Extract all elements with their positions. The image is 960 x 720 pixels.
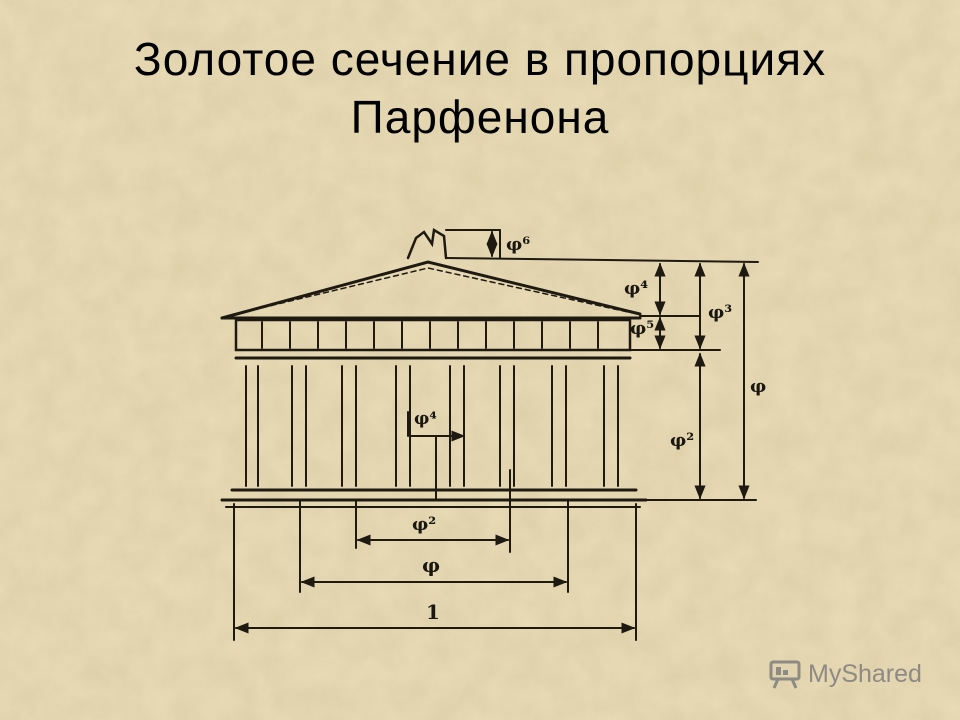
- label-phi3: φ³: [708, 302, 732, 323]
- label-phi2-right: φ²: [670, 430, 694, 451]
- label-phi2-bottom: φ²: [412, 514, 436, 535]
- watermark-brand: MyShared: [808, 659, 922, 688]
- label-phi5: φ⁵: [630, 318, 654, 339]
- label-phi4-top: φ⁴: [624, 278, 648, 299]
- label-one: 1: [426, 600, 440, 624]
- frieze-triglyphs: [261, 321, 599, 349]
- title-line-1: Золотое сечение в пропорциях: [133, 33, 827, 85]
- label-phi4-center: φ⁴: [414, 409, 437, 429]
- colonnade: [239, 357, 623, 487]
- label-phi6: φ⁶: [506, 234, 530, 255]
- roof-acroterion: [406, 227, 448, 260]
- entablature: [234, 318, 632, 352]
- slide-title: Золотое сечение в пропорциях Парфенона: [0, 30, 960, 146]
- pediment: [220, 260, 642, 320]
- vertical-dimensions: [445, 229, 759, 501]
- myshared-watermark: MyShared: [768, 656, 922, 692]
- pediment-inner: [235, 267, 629, 315]
- parthenon-facade: [220, 227, 648, 508]
- label-phi-right: φ: [750, 376, 766, 397]
- presentation-board-icon: [769, 660, 801, 689]
- center-dimension: [407, 411, 466, 501]
- label-phi-bottom: φ: [422, 553, 440, 577]
- title-line-2: Парфенона: [350, 91, 610, 143]
- horizontal-dimensions: [233, 469, 637, 641]
